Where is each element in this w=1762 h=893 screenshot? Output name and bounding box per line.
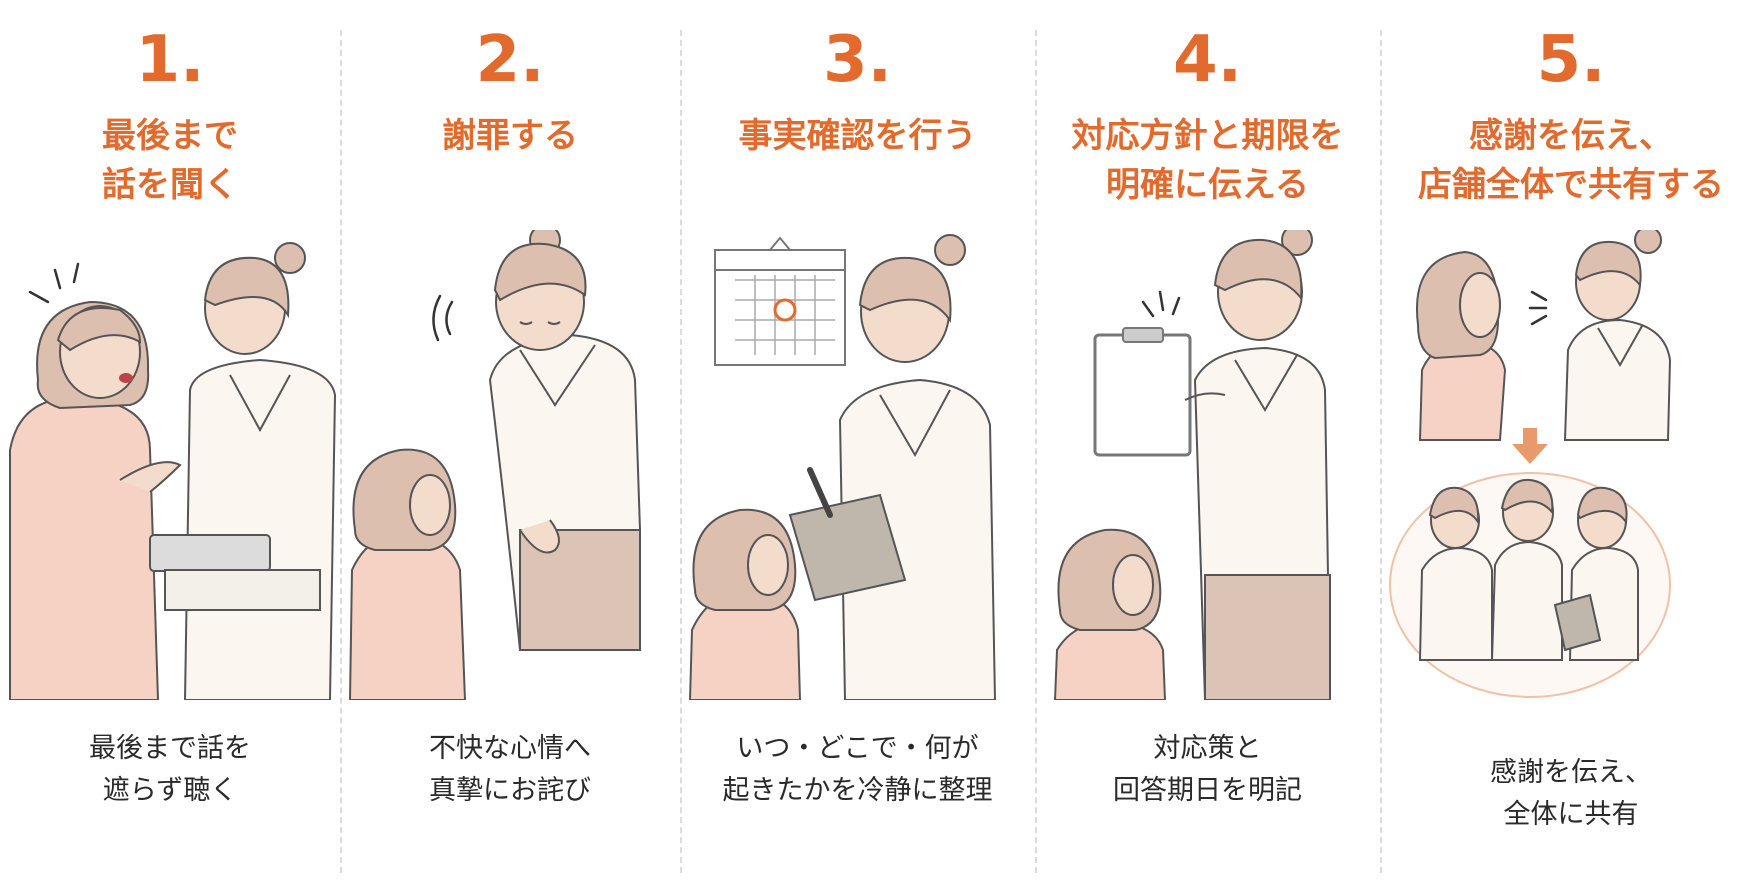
step-caption: 感謝を伝え、 全体に共有 — [1380, 752, 1762, 836]
step-title-line: 話を聞く — [102, 165, 238, 206]
step-caption-line: 対応策と — [1153, 733, 1262, 764]
step-4: 4. 対応方針と期限を 明確に伝える — [1035, 0, 1380, 893]
step-title-line: 店舗全体で共有する — [1418, 165, 1724, 206]
step-caption-line: 起きたかを冷静に整理 — [722, 774, 993, 806]
step-title: 謝罪する — [340, 112, 680, 161]
step-title-line: 謝罪する — [442, 116, 578, 156]
step-caption: いつ・どこで・何が 起きたかを冷静に整理 — [680, 728, 1035, 812]
explaining-illustration — [1035, 230, 1380, 700]
step-caption: 対応策と 回答期日を明記 — [1035, 728, 1380, 812]
step-caption-line: 遮らず聴く — [102, 774, 238, 806]
step-number: 4. — [1173, 23, 1242, 97]
step-title-line: 明確に伝える — [1106, 165, 1309, 206]
listening-illustration — [0, 230, 340, 700]
step-title: 最後まで 話を聞く — [0, 112, 340, 211]
step-title-line: 感謝を伝え、 — [1469, 116, 1673, 156]
fact-check-illustration — [680, 230, 1035, 700]
arrow-down-icon — [1512, 428, 1548, 464]
step-title: 事実確認を行う — [680, 112, 1035, 161]
step-3: 3. 事実確認を行う — [680, 0, 1035, 893]
step-1: 1. 最後まで 話を聞く — [0, 0, 340, 893]
step-title: 感謝を伝え、 店舗全体で共有する — [1380, 112, 1762, 211]
step-caption-line: 全体に共有 — [1503, 798, 1639, 830]
step-title-line: 対応方針と期限を — [1071, 116, 1344, 156]
step-title: 対応方針と期限を 明確に伝える — [1035, 112, 1380, 211]
step-caption-line: 回答期日を明記 — [1113, 774, 1302, 806]
step-caption-line: 真摯にお詫び — [429, 774, 591, 806]
step-number: 1. — [135, 23, 205, 97]
step-caption-line: 不快な心情へ — [429, 733, 591, 764]
step-caption: 最後まで話を 遮らず聴く — [0, 728, 340, 812]
step-title-line: 最後まで — [102, 116, 238, 156]
step-title-line: 事実確認を行う — [738, 116, 977, 156]
step-caption-line: 感謝を伝え、 — [1490, 757, 1652, 788]
step-caption-line: いつ・どこで・何が — [736, 733, 979, 764]
step-number: 2. — [475, 23, 545, 97]
calendar-icon — [714, 236, 846, 366]
bowing-illustration — [340, 230, 680, 700]
step-number: 3. — [823, 23, 892, 97]
step-5: 5. 感謝を伝え、 店舗全体で共有する — [1380, 0, 1762, 893]
step-2: 2. 謝罪する — [340, 0, 680, 893]
step-number: 5. — [1536, 23, 1606, 97]
step-caption: 不快な心情へ 真摯にお詫び — [340, 728, 680, 812]
step-caption-line: 最後まで話を — [89, 733, 251, 764]
sharing-illustration — [1380, 230, 1762, 700]
